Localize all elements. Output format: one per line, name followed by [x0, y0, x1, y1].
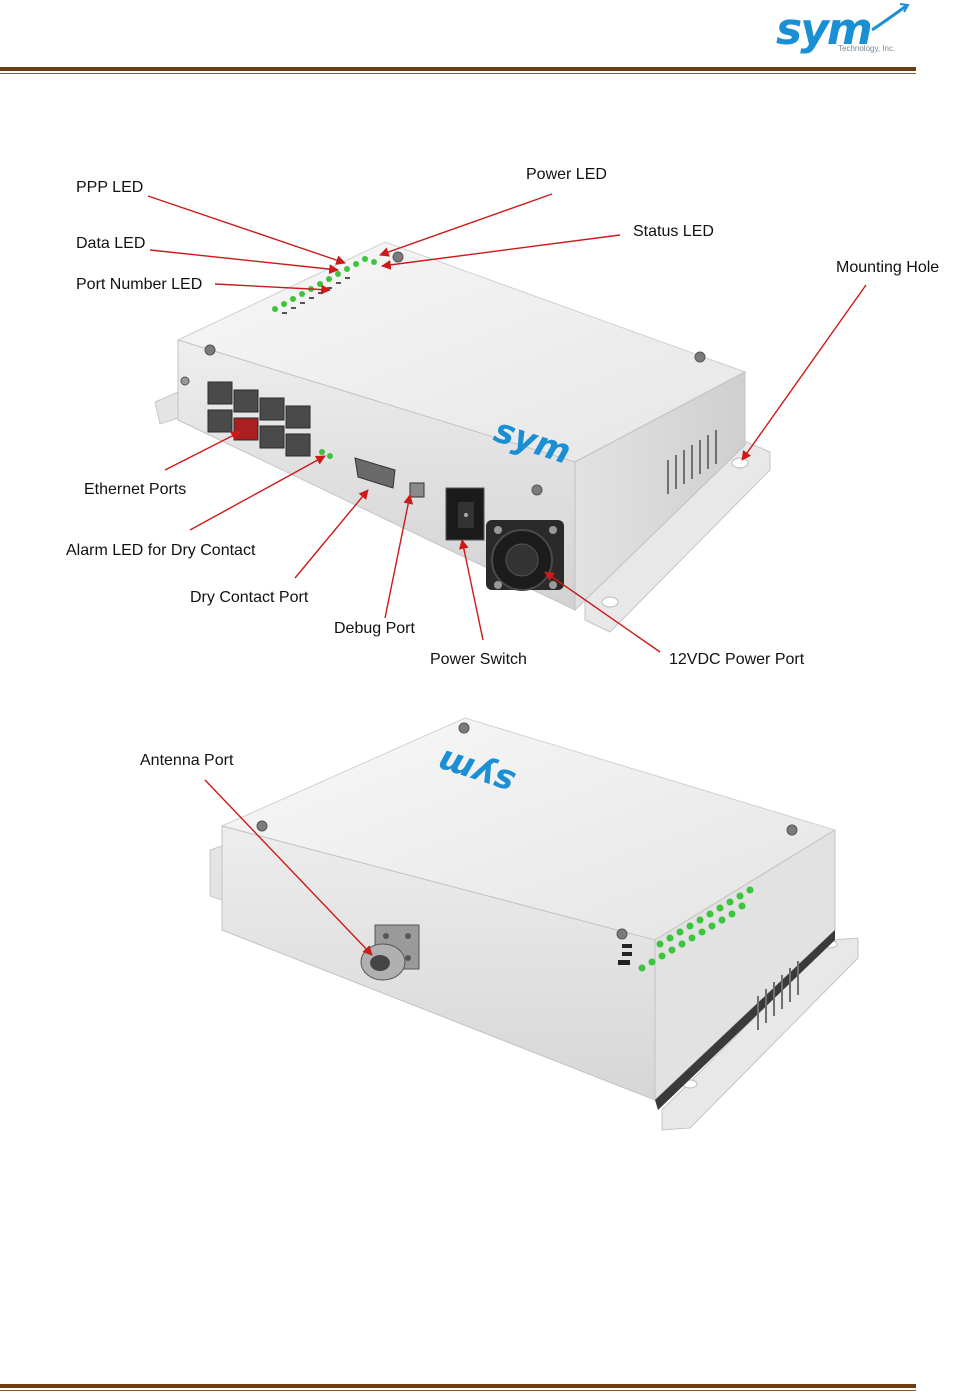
back-flange-left: [210, 846, 222, 900]
label-antenna-port: Antenna Port: [140, 752, 233, 770]
footer-rule-thin: [0, 1390, 916, 1391]
footer-rule: [0, 1384, 916, 1388]
